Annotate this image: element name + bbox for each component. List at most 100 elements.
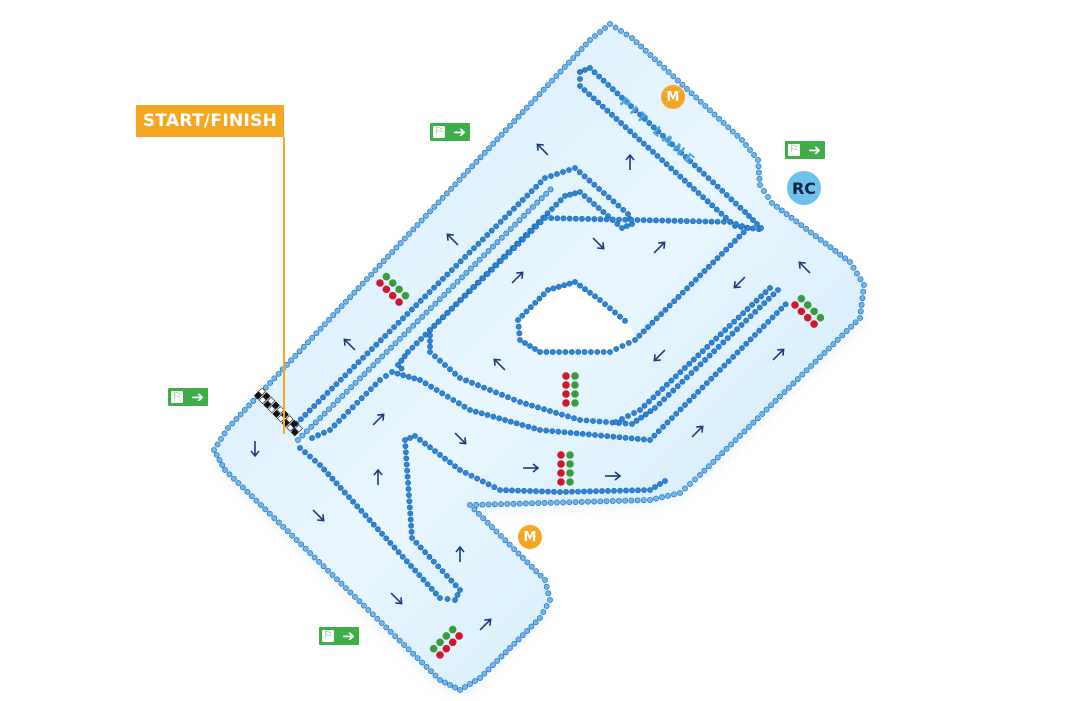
curb-dot xyxy=(377,377,383,383)
curb-dot xyxy=(497,532,504,539)
curb-dot xyxy=(632,337,638,343)
curb-dot xyxy=(355,285,362,292)
curb-dot xyxy=(664,137,671,143)
curb-dot xyxy=(827,244,834,251)
curb-dot xyxy=(741,428,748,435)
curb-dot xyxy=(832,248,839,254)
curb-dot xyxy=(417,436,423,443)
curb-dots xyxy=(211,21,867,693)
curb-dot xyxy=(677,369,684,376)
curb-dot xyxy=(711,111,718,118)
curb-dot xyxy=(524,559,531,566)
curb-dot xyxy=(650,124,657,131)
curb-dot xyxy=(701,467,708,474)
curb-dot xyxy=(524,232,531,239)
curb-dot xyxy=(671,491,677,498)
curb-dot xyxy=(541,406,547,413)
curb-dot xyxy=(419,313,425,320)
light-green xyxy=(810,307,818,316)
curb-dot xyxy=(597,498,604,505)
curb-dot xyxy=(598,432,605,439)
start-lights-icon xyxy=(429,625,463,659)
curb-dot xyxy=(555,283,562,290)
curb-dot xyxy=(338,580,345,587)
curb-dot xyxy=(417,544,424,551)
curb-dot xyxy=(297,416,304,423)
curb-dot xyxy=(321,429,327,436)
curb-dot xyxy=(372,267,379,273)
light-green xyxy=(442,632,451,640)
curb-dot xyxy=(407,516,414,523)
curb-dot xyxy=(414,318,421,325)
curb-dot xyxy=(857,308,864,315)
curb-dot xyxy=(715,343,722,350)
curb-dot xyxy=(597,216,604,223)
curb-dot xyxy=(596,418,603,425)
running-person-icon: ⚐ xyxy=(171,391,183,403)
curb-dot xyxy=(388,344,394,351)
curb-dot xyxy=(488,227,495,234)
curb-dot xyxy=(409,344,416,351)
curb-dot xyxy=(410,650,417,657)
arrow-head xyxy=(536,143,544,151)
curb-dot xyxy=(645,144,652,151)
curb-dot xyxy=(673,410,680,417)
curb-dot xyxy=(585,498,591,505)
curb-dot xyxy=(777,393,783,400)
curb-dot xyxy=(237,411,244,418)
curb-dot xyxy=(647,487,653,493)
light-green xyxy=(571,399,579,407)
curb-dot xyxy=(456,176,463,183)
curb-dot xyxy=(457,687,463,693)
curb-dot xyxy=(747,147,753,153)
curb-dot xyxy=(246,402,252,409)
curb-dot xyxy=(428,668,434,675)
curb-dot xyxy=(637,111,644,118)
curb-dot xyxy=(693,365,699,372)
curb-dot xyxy=(481,670,488,677)
direction-arrow-icon xyxy=(772,348,785,361)
arrow-head xyxy=(493,358,501,366)
curb-dot xyxy=(522,500,529,507)
curb-dot xyxy=(324,390,331,396)
direction-arrow-icon xyxy=(493,358,506,371)
curb-dot xyxy=(677,490,683,496)
curb-dot xyxy=(747,336,754,343)
direction-arrow-icon xyxy=(653,241,666,254)
curb-dot xyxy=(567,191,573,198)
curb-dot xyxy=(463,270,470,276)
curb-dot xyxy=(292,352,299,359)
curb-dot xyxy=(481,149,488,156)
curb-dot xyxy=(363,390,370,397)
curb-dot xyxy=(364,350,371,357)
curb-dot xyxy=(437,451,443,458)
curb-dot xyxy=(399,553,406,560)
light-green xyxy=(395,285,403,294)
curb-dot xyxy=(681,177,688,184)
curb-dot xyxy=(728,441,735,448)
arrow-shaft xyxy=(447,234,459,246)
curb-dot xyxy=(360,354,366,361)
curb-dot xyxy=(431,284,437,291)
curb-dot xyxy=(338,303,345,310)
curb-dot xyxy=(737,204,744,211)
curb-dot xyxy=(591,69,598,76)
curb-dot xyxy=(742,209,748,215)
track-surface xyxy=(218,29,865,688)
light-green xyxy=(382,272,391,281)
curb-dot xyxy=(374,615,381,622)
light-red xyxy=(562,381,570,389)
curb-dot xyxy=(542,215,548,221)
curb-dot xyxy=(775,287,781,293)
curb-dot xyxy=(233,416,240,422)
curb-dot xyxy=(539,488,545,495)
checker-square xyxy=(285,415,294,424)
curb-dot xyxy=(525,423,532,430)
curb-dot xyxy=(566,499,573,506)
curb-dot xyxy=(555,428,562,435)
curb-dot xyxy=(651,432,658,439)
curb-dot xyxy=(553,73,560,79)
curb-dot xyxy=(551,488,557,495)
curb-dot xyxy=(284,528,291,535)
curb-dot xyxy=(734,349,741,356)
